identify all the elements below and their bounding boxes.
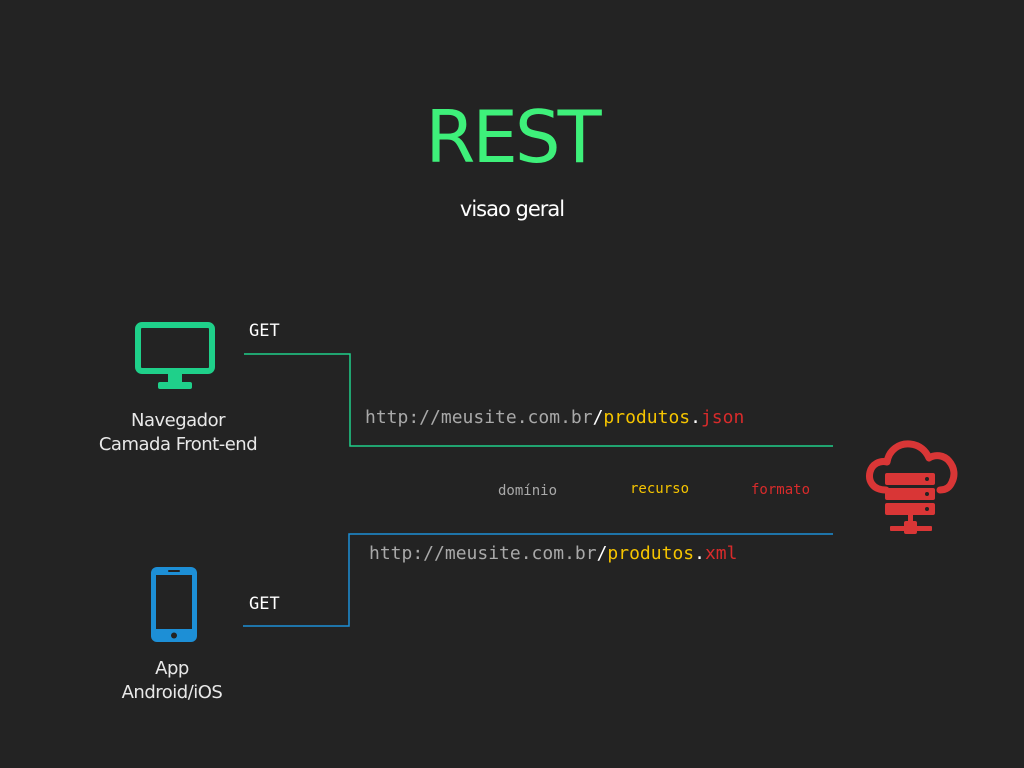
url-resource: produtos xyxy=(607,543,695,564)
cloud-server-icon xyxy=(866,440,958,534)
browser-caption-line2: Camada Front-end xyxy=(98,434,258,455)
browser-caption: Navegador Camada Front-end xyxy=(78,409,278,457)
url-dot: . xyxy=(694,543,705,564)
slide-subtitle: visao geral xyxy=(459,197,565,221)
slide-title: REST xyxy=(425,95,601,179)
url-format: xml xyxy=(704,543,738,564)
smartphone-icon xyxy=(151,567,197,642)
url-dot: . xyxy=(690,407,701,428)
url-slash: / xyxy=(596,543,608,564)
browser-connector-line xyxy=(244,353,833,447)
url-resource: produtos xyxy=(603,407,691,428)
browser-caption-line1: Navegador xyxy=(130,410,226,431)
url-domain: http://meusite.com.br xyxy=(369,543,597,564)
url-slash: / xyxy=(592,407,604,428)
legend-domain: domínio xyxy=(498,483,558,499)
url-domain: http://meusite.com.br xyxy=(365,407,593,428)
xml-request-url: http://meusite.com.br/produtos.xml xyxy=(369,543,737,564)
app-caption-line1: App xyxy=(155,658,189,679)
url-format: json xyxy=(700,407,745,428)
browser-get-method: GET xyxy=(249,321,280,341)
app-get-method: GET xyxy=(249,594,280,614)
app-caption-line2: Android/iOS xyxy=(121,682,223,703)
legend-format: formato xyxy=(751,482,811,498)
app-connector-line xyxy=(243,533,833,627)
monitor-icon xyxy=(135,322,215,389)
legend-resource: recurso xyxy=(630,481,690,497)
app-caption: App Android/iOS xyxy=(72,657,272,705)
json-request-url: http://meusite.com.br/produtos.json xyxy=(365,407,744,428)
